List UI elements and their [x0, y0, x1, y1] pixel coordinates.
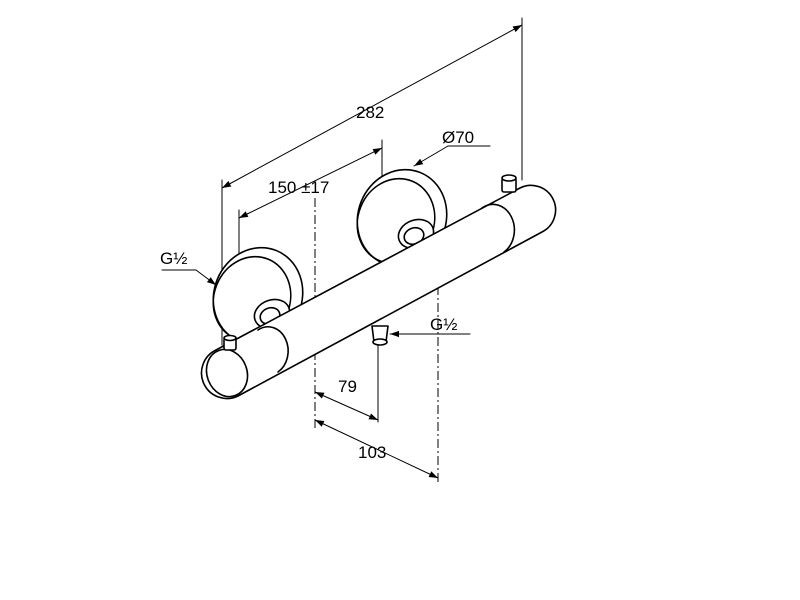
label-g-right: G½ [430, 315, 457, 334]
label-282: 282 [356, 103, 384, 122]
dim-line-79 [314, 391, 379, 421]
label-diameter: Ø70 [442, 128, 474, 147]
label-79: 79 [338, 377, 357, 396]
leader-g-left [195, 269, 217, 286]
dim-line-103 [314, 419, 439, 479]
label-g-left: G½ [160, 249, 187, 268]
dimension-labels: 282 150 ±17 Ø70 G½ G½ 79 103 [160, 103, 474, 462]
label-103: 103 [358, 443, 386, 462]
dim-line-150 [238, 147, 383, 219]
mixer-body [200, 168, 557, 400]
cylinder [200, 184, 557, 400]
dimension-lines [161, 17, 523, 485]
left-end-cap [205, 348, 249, 398]
label-150: 150 ±17 [268, 178, 329, 197]
leader-diameter [413, 145, 449, 167]
